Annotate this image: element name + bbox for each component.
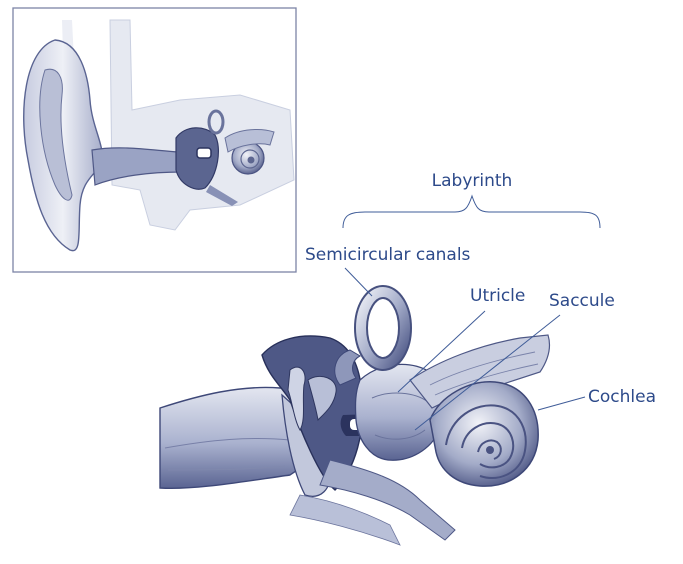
cochlea-structure — [430, 382, 538, 486]
inset-overview — [13, 8, 296, 272]
label-saccule: Saccule — [549, 291, 615, 311]
label-semicircular-canals: Semicircular canals — [305, 245, 471, 265]
label-cochlea: Cochlea — [588, 387, 656, 407]
main-illustration — [160, 292, 550, 545]
leader-cochlea — [538, 397, 585, 410]
labyrinth-bracket — [343, 196, 600, 228]
leader-semicircular-canals — [345, 268, 372, 296]
label-labyrinth: Labyrinth — [432, 171, 513, 191]
label-utricle: Utricle — [470, 286, 525, 306]
